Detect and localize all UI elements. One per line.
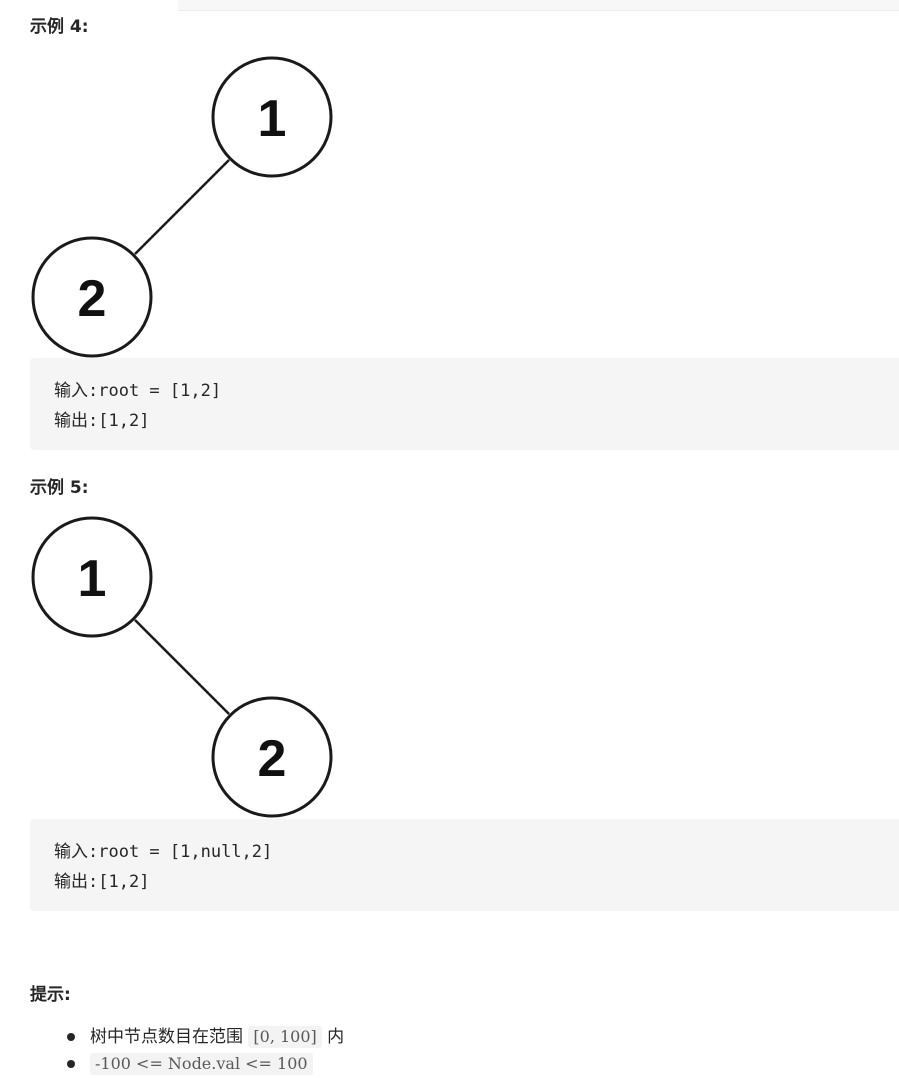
tips-list: 树中节点数目在范围 [0, 100] 内 -100 <= Node.val <=… (30, 1024, 344, 1078)
tree-node-right-child (211, 696, 333, 818)
tip-text: 树中节点数目在范围 (90, 1027, 249, 1047)
input-line: 输入:root = [1,null,2] (54, 837, 899, 867)
output-value: [1,2] (98, 872, 150, 892)
input-value: root = [1,2] (98, 381, 222, 401)
inline-code: -100 <= Node.val <= 100 (90, 1053, 313, 1075)
tree-edge (134, 159, 230, 255)
tree-node-label: 2 (78, 270, 107, 328)
tree-node-root (31, 516, 153, 638)
input-value: root = [1,null,2] (98, 842, 273, 862)
input-label: 输入: (54, 842, 99, 862)
output-label: 输出: (54, 872, 99, 892)
example-4-heading: 示例 4: (30, 17, 89, 37)
tree-edge (134, 619, 230, 715)
example-5-heading: 示例 5: (30, 478, 89, 498)
output-line: 输出:[1,2] (54, 406, 899, 436)
example-4-tree-diagram: 1 2 (31, 56, 333, 358)
tree-node-root (211, 56, 333, 178)
tip-item: 树中节点数目在范围 [0, 100] 内 (30, 1024, 344, 1051)
tree-node-left-child (31, 236, 153, 358)
tips-heading: 提示: (30, 985, 71, 1005)
inline-code: [0, 100] (248, 1026, 322, 1048)
output-label: 输出: (54, 411, 99, 431)
previous-code-block (178, 0, 899, 11)
tip-item: -100 <= Node.val <= 100 (30, 1051, 344, 1078)
example-4-code-block: 输入:root = [1,2] 输出:[1,2] (30, 358, 899, 450)
example-5-code-block: 输入:root = [1,null,2] 输出:[1,2] (30, 819, 899, 911)
tip-text: 内 (321, 1027, 345, 1047)
bullet-icon (67, 1033, 75, 1041)
example-5-tree-diagram: 1 2 (31, 516, 333, 818)
output-value: [1,2] (98, 411, 150, 431)
output-line: 输出:[1,2] (54, 867, 899, 897)
tree-node-label: 1 (258, 90, 287, 148)
input-line: 输入:root = [1,2] (54, 376, 899, 406)
bullet-icon (67, 1060, 75, 1068)
tree-node-label: 1 (78, 550, 107, 608)
tree-node-label: 2 (258, 730, 287, 788)
input-label: 输入: (54, 381, 99, 401)
